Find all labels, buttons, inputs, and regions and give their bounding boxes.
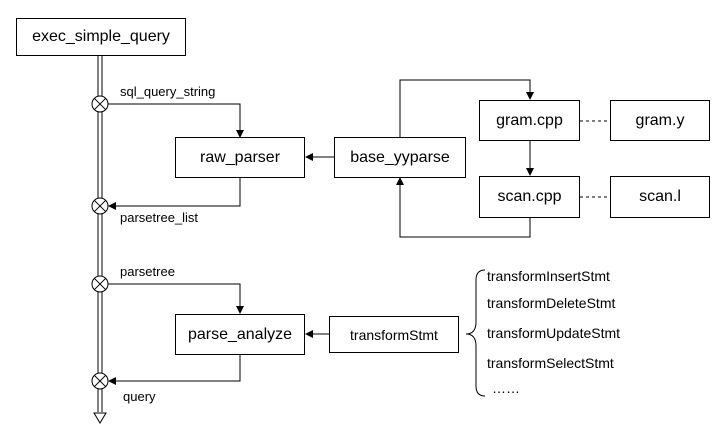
exec-simple-query-box: exec_simple_query [16, 18, 186, 56]
transform-select-stmt-label: transformSelectStmt [487, 355, 614, 371]
parse-analyze-box: parse_analyze [175, 314, 305, 355]
parsetree-list-label: parsetree_list [120, 210, 199, 225]
scan-cpp-box: scan.cpp [479, 176, 580, 218]
query-label: query [123, 389, 156, 404]
transform-delete-stmt-label: transformDeleteStmt [487, 295, 616, 311]
gram-y-box: gram.y [610, 100, 710, 141]
arrow-to-parse-analyze [108, 283, 244, 314]
transform-update-stmt-label: transformUpdateStmt [487, 325, 621, 341]
junction-sql-query-string [91, 95, 109, 113]
gram-cpp-box: gram.cpp [479, 100, 580, 141]
arrow-scan-to-base-yyparse [396, 177, 531, 238]
arrow-base-yyparse-to-gram [399, 79, 534, 137]
transform-ellipsis-label: …… [492, 380, 520, 396]
parsetree-label: parsetree [120, 264, 175, 279]
transform-list-brace [465, 269, 486, 397]
arrow-from-raw-parser [108, 178, 241, 210]
junction-parsetree-list [91, 197, 109, 215]
arrow-from-parse-analyze [108, 355, 241, 385]
transform-insert-stmt-label: transformInsertStmt [487, 268, 610, 284]
base-yyparse-box: base_yyparse [334, 137, 466, 178]
sql-query-string-label: sql_query_string [120, 84, 216, 99]
scan-l-box: scan.l [610, 176, 710, 218]
junction-query [91, 372, 109, 390]
junction-parsetree [91, 275, 109, 293]
transform-stmt-box: transformStmt [329, 316, 459, 353]
arrow-to-raw-parser [108, 103, 244, 138]
raw-parser-box: raw_parser [175, 137, 305, 178]
main-flow-spine [97, 56, 103, 412]
spine-end-arrow [93, 412, 107, 424]
